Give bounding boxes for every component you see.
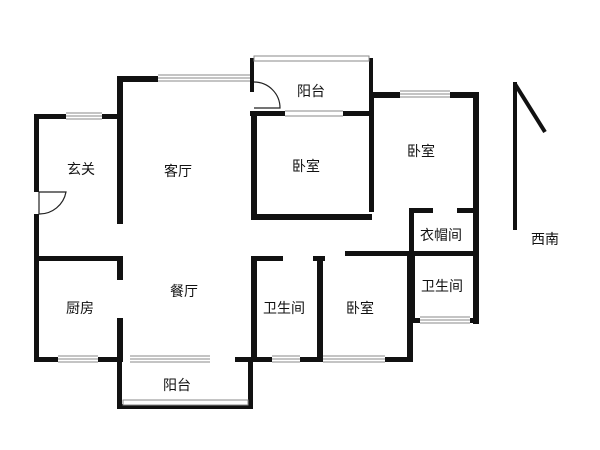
- window-bedroom-east: [400, 90, 450, 98]
- wall-kitchen-right-a: [117, 256, 123, 280]
- wall-closet-top-a: [409, 208, 433, 213]
- wall-bedroom-east-left: [369, 92, 374, 212]
- door-balcony-north: [253, 81, 281, 109]
- wall-balcony-north-left: [250, 58, 254, 92]
- compass: 西南: [513, 82, 559, 248]
- room-label-bedroom-east: 卧室: [407, 143, 435, 160]
- room-label-balcony-north: 阳台: [297, 84, 325, 100]
- room-label-bedroom-center: 卧室: [292, 158, 320, 175]
- door-entrance: [38, 191, 67, 215]
- wall-bedroom-center-left: [251, 114, 257, 214]
- compass-direction-label: 西南: [531, 232, 559, 248]
- wall-balcony-south-bottom: [117, 404, 252, 409]
- wall-bath-east-left: [409, 251, 415, 323]
- window-bath-east: [420, 316, 470, 324]
- wall-bath-center-left: [251, 256, 257, 362]
- window-kitchen: [58, 355, 98, 363]
- window-bedroom-center: [285, 110, 343, 117]
- wall-bedroom-center-bottom: [251, 214, 372, 220]
- room-label-bathroom-east: 卫生间: [421, 279, 463, 295]
- room-label-kitchen: 厨房: [66, 301, 94, 317]
- wall-closet-left: [409, 208, 414, 256]
- window-balcony-north: [253, 55, 370, 62]
- wall-bottom-mid-a: [235, 357, 253, 362]
- wall-closet-top-b: [457, 208, 479, 213]
- wall-bath-center-top-a: [251, 256, 283, 261]
- room-label-living-room: 客厅: [164, 163, 192, 180]
- window-bath-center: [272, 355, 300, 363]
- compass-arrow-shaft: [513, 82, 517, 230]
- room-label-balcony-south: 阳台: [163, 378, 191, 394]
- window-living-top: [158, 74, 250, 82]
- wall-left-lower: [34, 214, 39, 362]
- doors: [38, 81, 281, 215]
- room-label-dining-room: 餐厅: [170, 284, 198, 300]
- compass-arrow-head: [513, 82, 547, 134]
- wall-bedroom-south-top: [345, 251, 410, 256]
- wall-closet-bottom: [409, 251, 479, 256]
- room-label-closet: 衣帽间: [420, 228, 462, 244]
- room-label-bedroom-south: 卧室: [346, 300, 374, 317]
- room-label-entrance: 玄关: [67, 161, 95, 178]
- window-entrance: [66, 112, 102, 120]
- wall-kitchen-right-b: [117, 318, 123, 362]
- window-dining-south: [130, 355, 210, 363]
- windows: [58, 55, 470, 406]
- wall-kitchen-top: [34, 256, 123, 261]
- room-label-bathroom-center: 卫生间: [263, 301, 305, 317]
- walls: [34, 58, 479, 409]
- window-balcony-south: [122, 399, 249, 406]
- wall-bath-center-right: [317, 256, 323, 362]
- wall-living-left: [117, 76, 123, 224]
- wall-balcony-south-right: [248, 357, 253, 409]
- wall-balcony-north-right: [369, 58, 373, 114]
- room-labels: 玄关 客厅 阳台 卧室 卧室 衣帽间 厨房 餐厅 卫生间 卧室 卫生间 阳台: [66, 84, 463, 394]
- wall-left-upper: [34, 114, 39, 192]
- window-bedroom-south: [323, 355, 385, 363]
- wall-balcony-south-left: [117, 357, 122, 407]
